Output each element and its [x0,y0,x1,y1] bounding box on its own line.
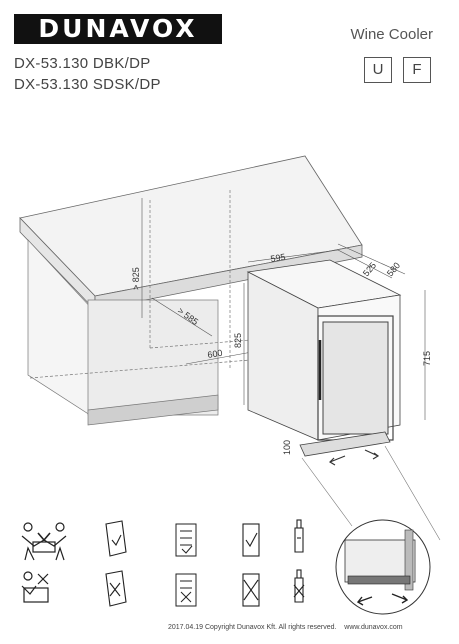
dim-plinth-height: 100 [282,440,292,455]
pictogram-tilted-unit-cross-icon [242,573,260,607]
base-cabinet [27,190,251,426]
detail-zoom-lines [301,445,441,541]
detail-circle [335,519,431,615]
pictogram-bottle-cross-icon [293,569,305,603]
footer: 2017.04.19 Copyright Dunavox Kft. All ri… [168,624,403,631]
lang-box-f: F [403,57,431,83]
pictogram-instructions-cross-icon [175,573,197,607]
pictogram-single-person-lift-cross-icon [21,571,49,603]
dim-cabinet-height: > 825 [131,267,141,290]
pictogram-manual-cross-icon [105,570,127,607]
dimension-lines [141,198,426,420]
pictogram-manual-check-icon [105,520,127,557]
pictogram-instructions-check-icon [175,523,197,557]
airflow-arrows [329,449,380,466]
countertop [19,155,363,311]
dim-unit-width: 595 [270,252,286,264]
model-name-1: DX-53.130 DBK/DP [14,55,151,72]
product-type: Wine Cooler [350,26,433,43]
footer-copyright: 2017.04.19 Copyright Dunavox Kft. All ri… [168,624,337,631]
dim-unit-height: 715 [422,351,432,366]
pictogram-upright-unit-icon [242,523,260,557]
wine-cooler-unit [246,259,402,457]
dim-niche-height: 825 [233,333,243,348]
lang-box-u: U [364,57,392,83]
model-name-2: DX-53.130 SDSK/DP [14,76,161,93]
footer-website[interactable]: www.dunavox.com [344,624,403,631]
dim-niche-width: 600 [207,348,223,360]
pictogram-bottle-icon [294,519,304,553]
brand-logo: DUNAVOX [14,14,222,44]
pictogram-two-person-lift-icon [21,522,67,561]
